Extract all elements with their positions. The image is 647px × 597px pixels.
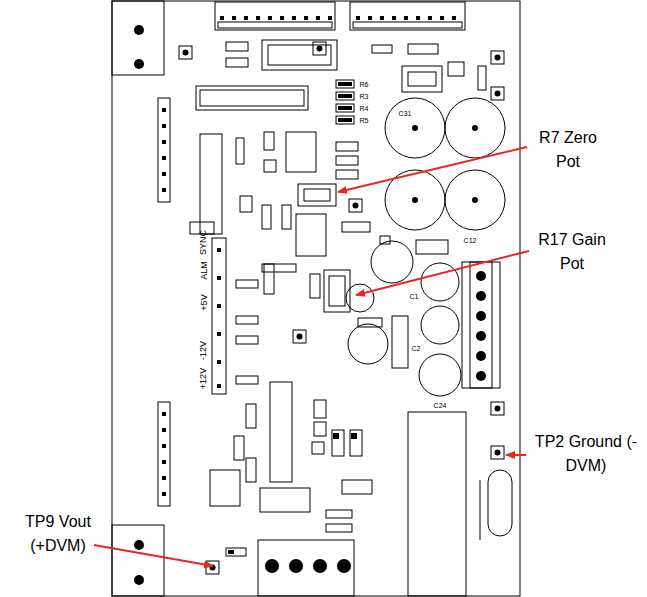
- pin-name: ALM: [199, 261, 208, 280]
- pin-name: +5V: [199, 294, 208, 310]
- callout-label: TP9 Vout (+DVM): [8, 510, 108, 558]
- callout-label: TP2 Ground (-DVM): [529, 430, 644, 478]
- part-name: R3: [360, 93, 369, 100]
- part-name: C12: [464, 237, 477, 244]
- callout-label: R7 Zero Pot: [529, 126, 607, 174]
- part-name: R6: [360, 81, 369, 88]
- part-name: C31: [399, 110, 412, 117]
- part-name: C1: [410, 293, 419, 300]
- part-name: R5: [360, 117, 369, 124]
- part-name: R4: [360, 105, 369, 112]
- part-name: C2: [412, 345, 421, 352]
- part-name: C24: [434, 402, 447, 409]
- pin-name: +12V: [200, 367, 209, 388]
- pin-name: -12V: [199, 340, 208, 359]
- callout-label: R17 Gain Pot: [527, 228, 617, 276]
- pin-name: SYNC: [199, 229, 208, 254]
